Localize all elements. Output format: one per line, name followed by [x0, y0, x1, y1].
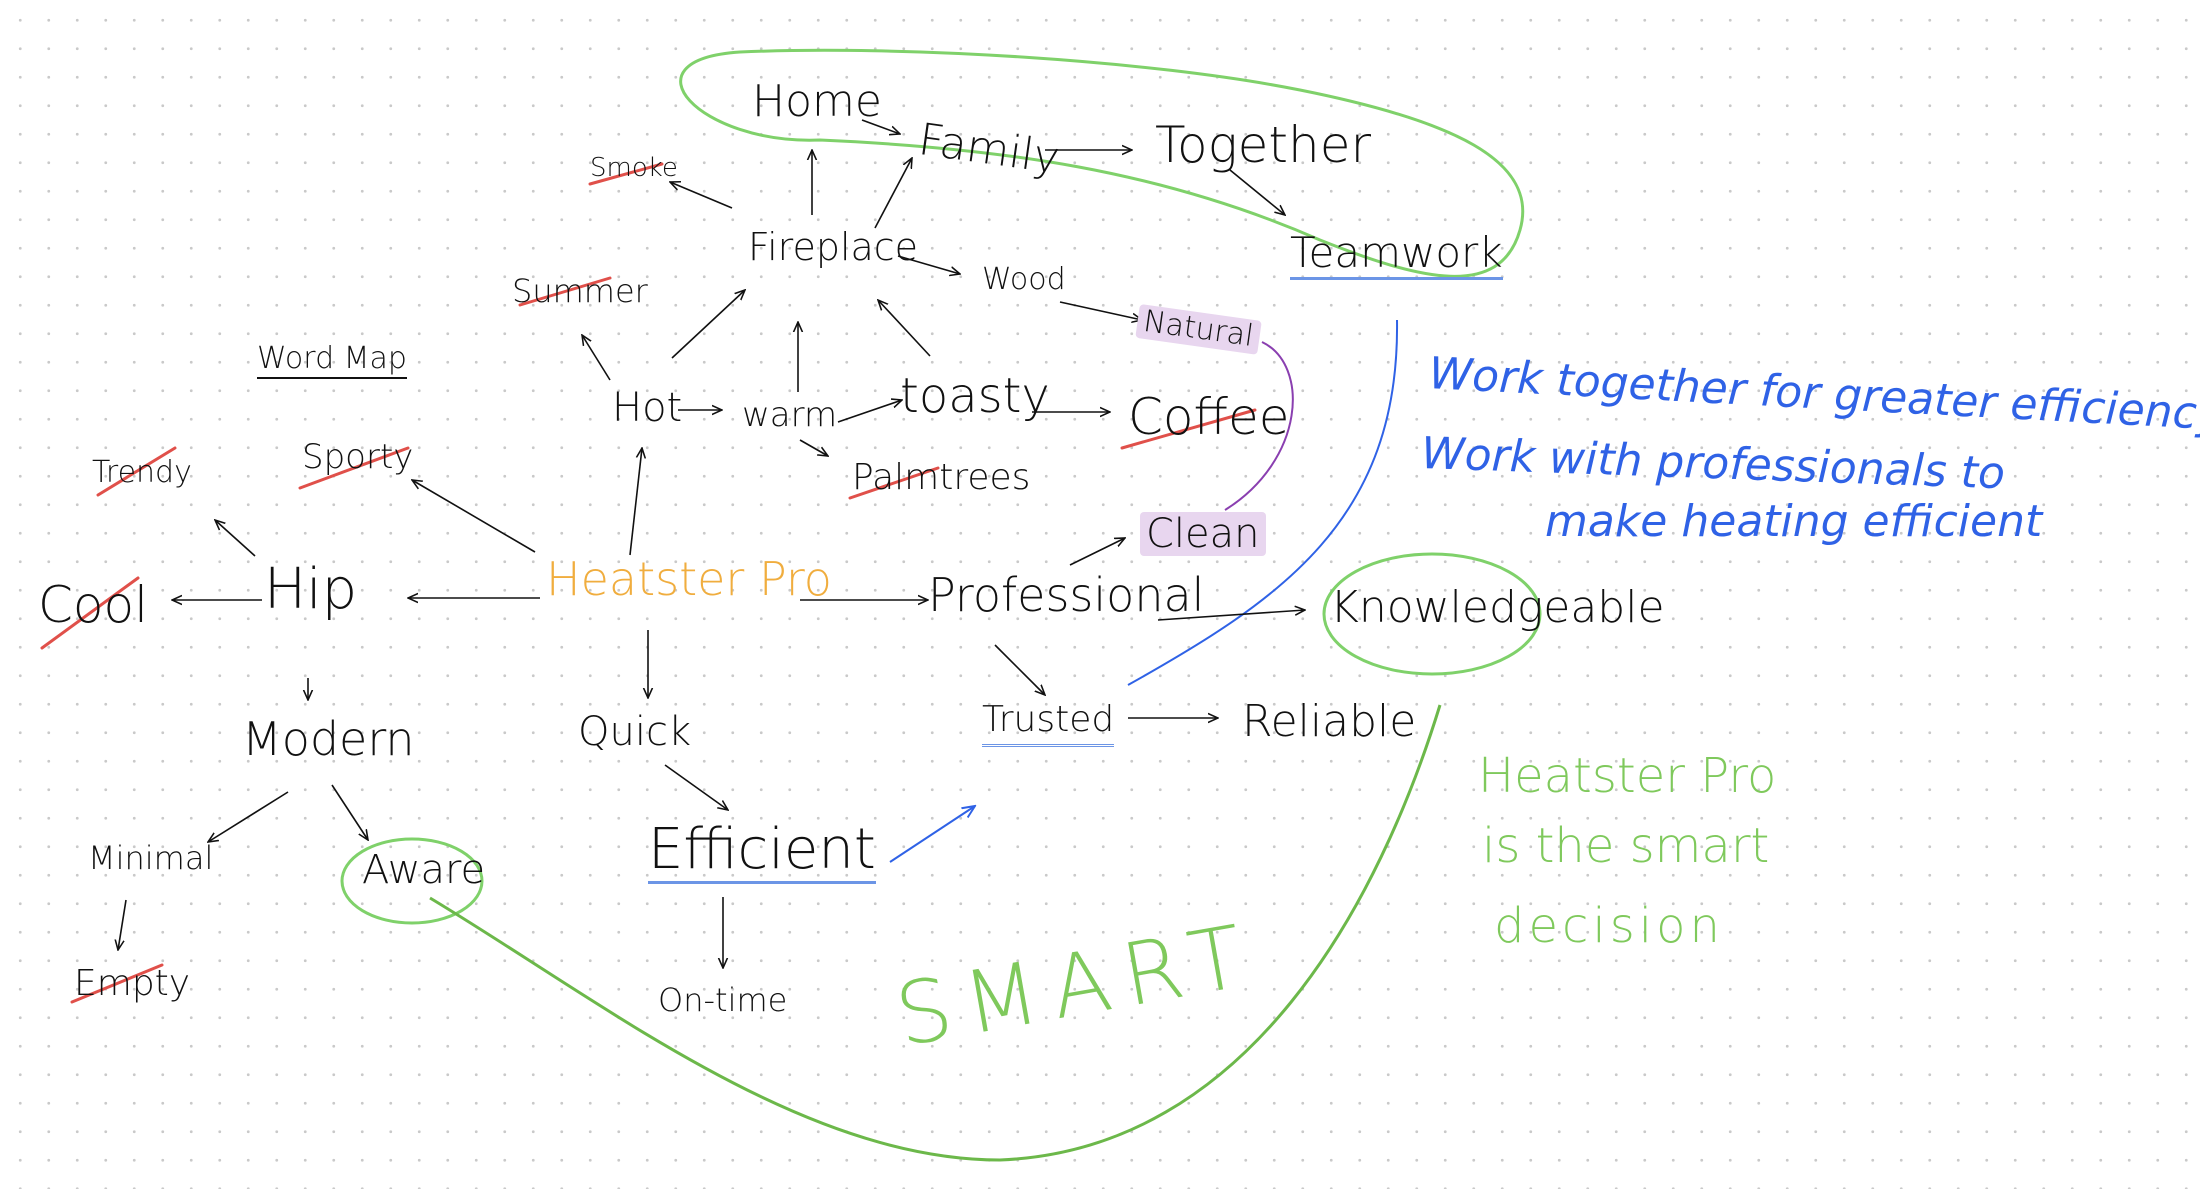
word-aware: Aware [362, 847, 486, 893]
word-reliable: Reliable [1242, 696, 1417, 747]
smart-arc [429, 704, 1442, 1162]
note-blue-line-3: make heating efficient [1545, 496, 2043, 547]
arrow-hot-summer [582, 335, 611, 381]
strike-empty [70, 963, 164, 1004]
strike-smoke [588, 162, 664, 186]
arrow-wood-natural [1059, 301, 1142, 320]
word-toasty: toasty [900, 368, 1050, 424]
word-on-time: On-time [658, 981, 788, 1019]
arrow-home-family [861, 119, 900, 134]
strike-summer [518, 276, 612, 307]
word-modern: Modern [242, 712, 415, 766]
word-home: Home [752, 76, 882, 127]
word-minimal: Minimal [88, 839, 214, 877]
arrow-minimal-empty [118, 899, 127, 950]
word-trendy: Trendy [92, 455, 192, 490]
green-loop-aware [340, 837, 484, 925]
green-loop-knowledgeable [1322, 552, 1542, 676]
arrow-fireplace-smoke [670, 182, 733, 209]
arrow-center-hot [629, 448, 642, 556]
blue-arrow-efficient-trusted [889, 806, 975, 863]
word-fireplace: Fireplace [748, 225, 919, 269]
arrow-center-sporty [412, 480, 536, 553]
arrow-quick-efficient [664, 764, 728, 810]
strike-cool [40, 576, 140, 650]
arrow-fireplace-wood [897, 255, 960, 274]
center-concept: Heatster Pro [546, 552, 832, 606]
arrow-hot-fireplace [671, 290, 745, 359]
purple-curve-natural-clean [1224, 341, 1294, 511]
blue-curve-trusted-teamwork [1127, 319, 1399, 686]
word-efficient: Efficient [648, 817, 876, 884]
green-loop-top [679, 48, 1525, 278]
arrow-professional-trusted [994, 644, 1045, 695]
note-green-line-3: decision [1494, 898, 1724, 954]
arrow-modern-aware [331, 784, 368, 840]
arrow-toasty-fireplace [878, 300, 931, 357]
strike-trendy [96, 446, 177, 497]
word-together: Together [1155, 116, 1372, 174]
arrow-professional-knowledgeable [1157, 610, 1305, 621]
arrow-professional-clean [1069, 538, 1125, 566]
word-quick: Quick [578, 709, 692, 755]
word-smoke: Smoke [590, 153, 678, 183]
word-professional: Professional [928, 568, 1205, 622]
word-palmtrees: Palmtrees [852, 457, 1031, 498]
word-warm: warm [742, 395, 838, 435]
word-trusted: Trusted [982, 702, 1115, 747]
strike-sporty [298, 446, 410, 490]
word-summer: Summer [512, 272, 648, 310]
arrow-modern-minimal [208, 791, 289, 842]
page-title: Word Map [257, 344, 407, 379]
word-clean: Clean [1140, 512, 1266, 556]
note-green-line-1: Heatster Pro [1478, 748, 1777, 804]
word-hip: Hip [264, 557, 358, 622]
word-wood: Wood [982, 262, 1066, 297]
word-empty: Empty [74, 963, 191, 1004]
arrow-fireplace-family [874, 158, 912, 229]
word-coffee: Coffee [1128, 388, 1290, 446]
note-green-line-2: is the smart [1482, 818, 1770, 874]
arrow-hip-trendy [215, 520, 256, 557]
word-knowledgeable: Knowledgeable [1330, 582, 1665, 633]
arrow-together-teamwork [1229, 169, 1285, 215]
word-sporty: Sporty [302, 437, 414, 477]
word-hot: Hot [612, 385, 683, 431]
word-cool: Cool [38, 576, 148, 634]
arrow-warm-palmtrees [799, 439, 828, 456]
arrow-warm-toasty [837, 400, 902, 423]
word-teamwork: Teamwork [1290, 232, 1503, 280]
strike-coffee [1120, 408, 1257, 450]
strike-palmtrees [848, 466, 940, 500]
